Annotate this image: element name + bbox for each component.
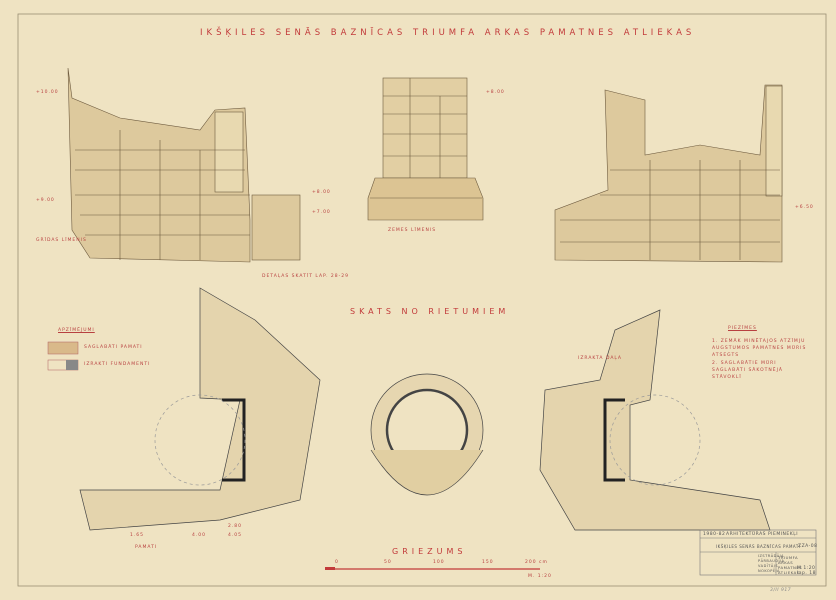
note-item: 2. SAGLABĀTIE MŪRI SAGLABĀTI SĀKOTNĒJĀ S… xyxy=(712,361,783,380)
scale-tick: 150 xyxy=(482,560,494,565)
archive-number: 3/II 917 xyxy=(770,588,792,593)
scale-tick: 50 xyxy=(384,560,392,565)
legend-item: SAGLABĀTI PAMATI xyxy=(84,345,143,350)
title-block-sheet-no: lap. 18 xyxy=(797,571,816,576)
elevation-mark: +8.00 xyxy=(486,90,505,95)
right-plan xyxy=(539,309,771,531)
center-plan xyxy=(370,373,484,496)
scale-tick: 200 cm xyxy=(525,560,548,565)
view-label: SKATS NO RIETUMIEM xyxy=(350,307,510,316)
legend-item: IZRAKTI FUNDAMENTI xyxy=(84,362,151,367)
right-note: IZRAKTA DAĻA xyxy=(578,356,622,361)
legend-hatch xyxy=(66,360,78,370)
dimension: 2.80 xyxy=(228,524,243,529)
title-block-role: PĀRBAUDĪJA xyxy=(758,559,785,563)
scale-tick: 0 xyxy=(335,560,339,565)
title-block-role: IZSTRĀDĀJA xyxy=(758,554,785,558)
dimension: 4.05 xyxy=(228,533,243,538)
notes-title: PIEZĪMES xyxy=(728,326,757,331)
legend-swatch-foundations xyxy=(47,341,79,355)
center-elevation xyxy=(367,77,484,221)
title-block-frame xyxy=(699,529,817,576)
sheet-border xyxy=(17,13,827,587)
section-note: PAMATI xyxy=(135,545,158,550)
left-note: GRĪDAS LĪMENIS xyxy=(36,238,87,243)
scale-tick: 100 xyxy=(433,560,445,565)
elevation-mark: +6.50 xyxy=(795,205,814,210)
elevation-mark: +9.00 xyxy=(36,198,55,203)
scale-ratio: M. 1:20 xyxy=(528,574,552,579)
title-block-scale: M 1:20 xyxy=(797,566,816,571)
bottom-note: DETAĻAS SKATĪT LAP. 28-29 xyxy=(262,274,350,279)
center-note: ZEMES LĪMENIS xyxy=(388,228,437,233)
left-plan xyxy=(79,287,321,531)
dimension: 4.00 xyxy=(192,533,207,538)
title-block-date: 1980-82 xyxy=(703,532,726,537)
right-elevation xyxy=(554,84,783,263)
title-block-code: ZZA-08 xyxy=(798,544,818,549)
section-label: GRIEZUMS xyxy=(392,547,467,556)
elevation-mark: +8.00 xyxy=(312,190,331,195)
legend-title: APZĪMĒJUMI xyxy=(58,328,95,333)
title-block-org: ARHITEKTŪRAS PIEMINEKĻI xyxy=(726,532,799,537)
title-block-role: NOKOPĒJA xyxy=(758,569,780,573)
drawing-title: IKŠĶILES SENĀS BAZNĪCAS TRIUMFA ARKAS PA… xyxy=(200,28,696,38)
title-block-role: VADĪTĀJS xyxy=(758,564,779,568)
title-block-object: IKŠĶILES SENĀS BAZNĪCAS PAMATI xyxy=(716,544,801,549)
dimension: 1.65 xyxy=(130,533,145,538)
elevation-mark: +10.00 xyxy=(36,90,59,95)
left-elevation xyxy=(67,67,301,263)
elevation-mark: +7.00 xyxy=(312,210,331,215)
note-item: 1. ZEMĀK MINĒTAJOS ATZĪMJU AUGSTUMOS PAM… xyxy=(712,339,807,358)
title-block-sheet-title: TRIUMFA ARKAS PAMATNES ATLIEKAS xyxy=(778,555,803,575)
